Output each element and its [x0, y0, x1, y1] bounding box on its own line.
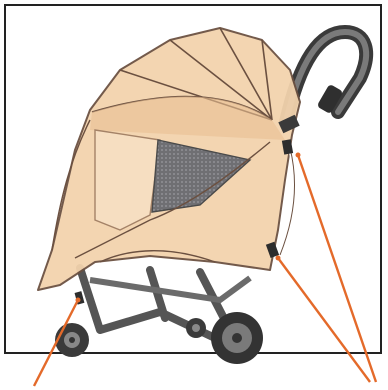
stroller-chassis — [80, 268, 230, 338]
middle-wheel — [186, 318, 206, 338]
rear-wheel — [211, 312, 263, 364]
front-wheel — [55, 323, 89, 357]
side-window — [95, 130, 160, 230]
